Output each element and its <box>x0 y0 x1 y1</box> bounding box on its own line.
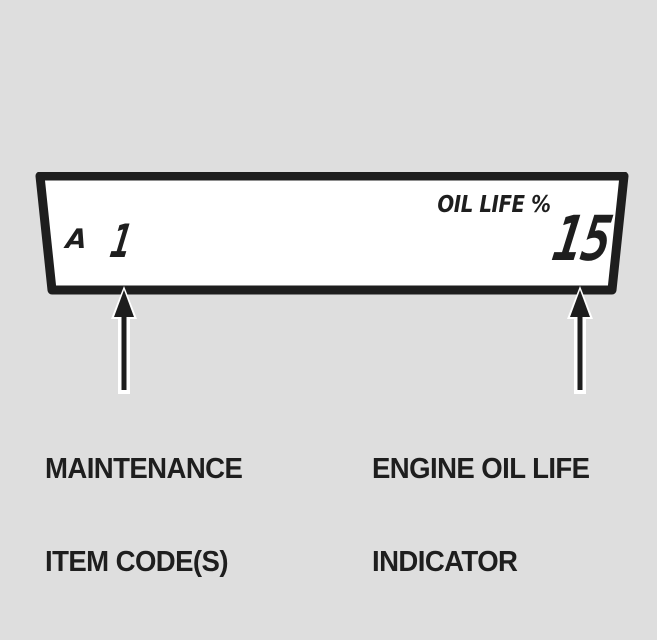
caption-engine-oil-life-indicator: ENGINE OIL LIFE INDICATOR <box>372 392 590 640</box>
oil-life-percent-label: OIL LIFE % <box>436 192 550 218</box>
display-trapezoid-shape <box>35 172 629 295</box>
caption-line-2: ITEM CODE(S) <box>45 546 229 578</box>
instrument-display-panel: A 1 OIL LIFE % 15 <box>30 172 634 300</box>
display-panel-outline <box>35 172 629 295</box>
diagram-canvas: A 1 OIL LIFE % 15 MAIN <box>30 172 634 578</box>
display-screen-content: A 1 OIL LIFE % 15 <box>30 172 634 300</box>
up-arrow-icon-maintenance-code <box>107 286 141 394</box>
maintenance-code-letter: A <box>64 224 89 255</box>
caption-line-1: ENGINE OIL LIFE <box>372 453 590 485</box>
engine-oil-life-value: 15 <box>548 202 617 275</box>
up-arrow-icon-oil-life <box>563 286 597 394</box>
maintenance-code-number: 1 <box>107 214 138 268</box>
caption-line-2: INDICATOR <box>372 546 518 578</box>
caption-maintenance-item-codes: MAINTENANCE ITEM CODE(S) <box>45 392 243 640</box>
caption-line-1: MAINTENANCE <box>45 453 243 485</box>
